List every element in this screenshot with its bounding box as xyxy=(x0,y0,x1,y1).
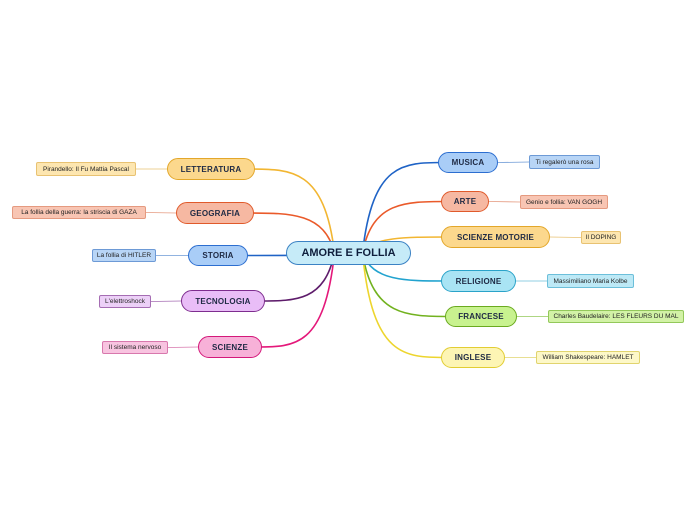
branch-connector-musica xyxy=(361,161,445,254)
branch-label: ARTE xyxy=(453,197,477,206)
branch-inglese[interactable]: INGLESE xyxy=(441,347,505,368)
leaf-tecnologia[interactable]: L'elettroshock xyxy=(99,295,151,308)
branch-label: STORIA xyxy=(202,251,234,260)
branch-label: LETTERATURA xyxy=(180,164,242,174)
leaf-connector-arte xyxy=(488,201,521,203)
central-topic-label: AMORE E FOLLIA xyxy=(301,247,396,259)
leaf-label: Massimiliano Maria Kolbe xyxy=(553,277,628,285)
leaf-label: William Shakespeare: HAMLET xyxy=(542,354,634,361)
branch-tecnologia[interactable]: TECNOLOGIA xyxy=(181,290,265,312)
leaf-letteratura[interactable]: Pirandello: Il Fu Mattia Pascal xyxy=(36,162,136,176)
branch-connector-scienze xyxy=(255,252,336,348)
branch-label: SCIENZE xyxy=(211,342,249,352)
branch-connector-inglese xyxy=(361,252,448,359)
branch-label: RELIGIONE xyxy=(455,276,502,286)
leaf-arte[interactable]: Genio e follia: VAN GOGH xyxy=(520,195,608,209)
branch-connector-francese xyxy=(361,252,452,318)
leaf-label: Pirandello: Il Fu Mattia Pascal xyxy=(43,165,129,173)
leaf-label: La follia di HITLER xyxy=(96,252,152,259)
leaf-label: L'elettroshock xyxy=(105,298,145,305)
leaf-connector-scienze-motorie xyxy=(549,236,582,238)
branch-label: FRANCESE xyxy=(458,312,504,321)
leaf-label: Il DOPING xyxy=(585,234,617,241)
branch-label: SCIENZE MOTORIE xyxy=(456,232,535,242)
leaf-francese[interactable]: Charles Baudelaire: LES FLEURS DU MAL xyxy=(548,310,684,323)
branch-connector-letteratura xyxy=(248,168,336,254)
leaf-connector-scienze xyxy=(167,346,199,348)
branch-label: MUSICA xyxy=(451,158,485,167)
leaf-scienze-motorie[interactable]: Il DOPING xyxy=(581,231,621,244)
leaf-label: Charles Baudelaire: LES FLEURS DU MAL xyxy=(553,313,679,320)
leaf-geografia[interactable]: La follia della guerra: la striscia di G… xyxy=(12,206,146,219)
branch-scienze-motorie[interactable]: SCIENZE MOTORIE xyxy=(441,226,550,248)
leaf-label: La follia della guerra: la striscia di G… xyxy=(21,209,137,216)
leaf-connector-musica xyxy=(497,161,530,163)
branch-geografia[interactable]: GEOGRAFIA xyxy=(176,202,254,224)
branch-connector-tecnologia xyxy=(258,252,336,302)
branch-label: INGLESE xyxy=(454,353,492,362)
branch-label: TECNOLOGIA xyxy=(195,296,251,306)
branch-scienze[interactable]: SCIENZE xyxy=(198,336,262,358)
branch-label: GEOGRAFIA xyxy=(189,208,241,218)
leaf-scienze[interactable]: Il sistema nervoso xyxy=(102,341,168,354)
branch-arte[interactable]: ARTE xyxy=(441,191,489,212)
leaf-storia[interactable]: La follia di HITLER xyxy=(92,249,156,262)
leaf-connector-geografia xyxy=(145,212,177,214)
leaf-label: Ti regalerò una rosa xyxy=(535,158,594,166)
leaf-label: Il sistema nervoso xyxy=(108,344,162,351)
leaf-inglese[interactable]: William Shakespeare: HAMLET xyxy=(536,351,640,364)
branch-francese[interactable]: FRANCESE xyxy=(445,306,517,327)
leaf-religione[interactable]: Massimiliano Maria Kolbe xyxy=(547,274,634,288)
branch-religione[interactable]: RELIGIONE xyxy=(441,270,516,292)
branch-musica[interactable]: MUSICA xyxy=(438,152,498,173)
leaf-musica[interactable]: Ti regalerò una rosa xyxy=(529,155,600,169)
leaf-label: Genio e follia: VAN GOGH xyxy=(525,198,603,206)
leaf-connector-tecnologia xyxy=(150,300,182,302)
central-topic[interactable]: AMORE E FOLLIA xyxy=(286,241,411,265)
branch-connector-arte xyxy=(361,200,448,254)
branch-storia[interactable]: STORIA xyxy=(188,245,248,266)
branch-letteratura[interactable]: LETTERATURA xyxy=(167,158,255,180)
